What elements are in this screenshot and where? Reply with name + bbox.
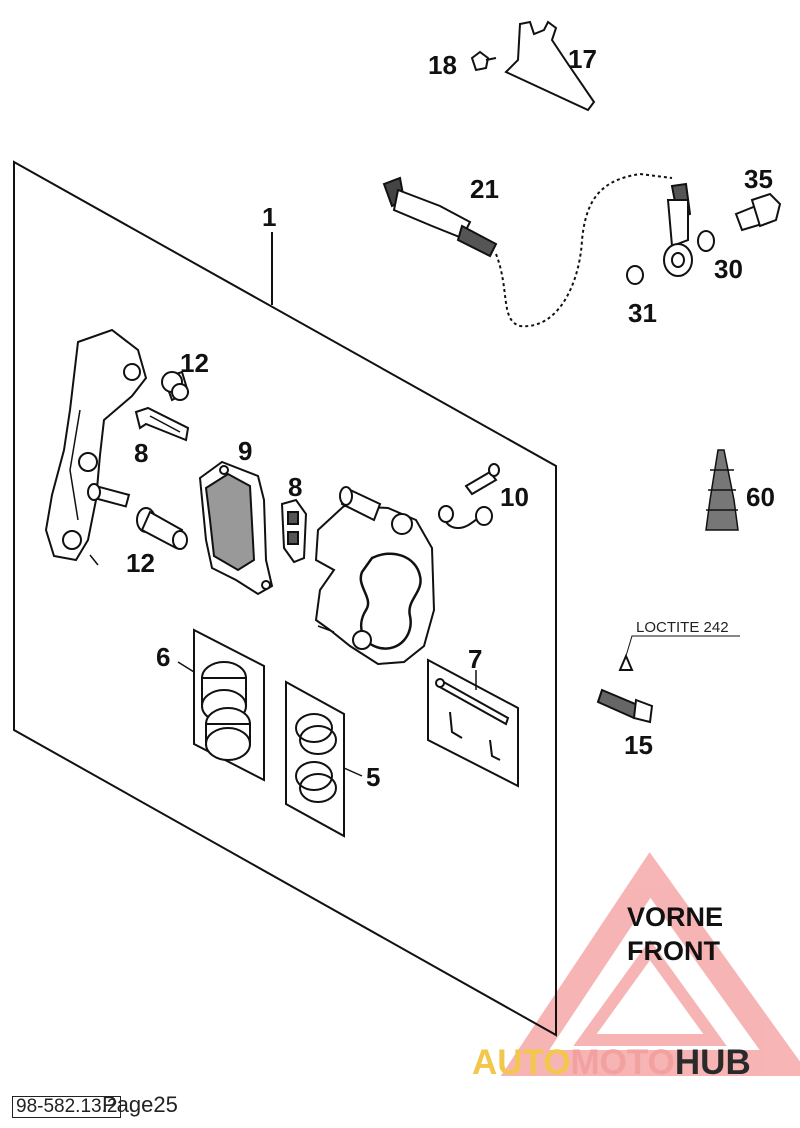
loctite-bottle-60 [705, 449, 739, 531]
orientation-vorne: VORNE [627, 902, 724, 932]
label-part-15: 15 [624, 730, 653, 760]
page-number: Page25 [102, 1092, 178, 1117]
label-part-12-lower: 12 [126, 548, 155, 578]
label-part-17: 17 [568, 44, 597, 74]
hose-clip-17 [504, 20, 596, 112]
banjo-fitting [663, 182, 693, 277]
label-part-30: 30 [714, 254, 743, 284]
spring-plate-8-lower [280, 498, 308, 564]
watermark-hub: HUB [674, 1043, 751, 1082]
boot-12-upper [161, 370, 190, 402]
label-part-18: 18 [428, 50, 457, 80]
label-part-1: 1 [262, 202, 277, 232]
watermark-auto: AUTO [472, 1043, 571, 1082]
caliper-bracket [44, 328, 148, 566]
label-part-6: 6 [156, 642, 171, 672]
label-part-35: 35 [744, 164, 773, 194]
loctite-leader [625, 635, 740, 657]
label-part-10: 10 [500, 482, 529, 512]
orientation-label: VORNE FRONT [627, 901, 723, 969]
bolt-15 [596, 653, 654, 724]
watermark-triangle [500, 852, 800, 1076]
label-part-12-upper: 12 [180, 348, 209, 378]
screw-18 [470, 50, 497, 72]
brake-pad-9 [198, 460, 274, 596]
watermark-logo: AUTOMOTOHUB [472, 1043, 751, 1083]
label-part-21: 21 [470, 174, 499, 204]
caliper-body [314, 486, 436, 666]
watermark-moto: MOTO [570, 1043, 675, 1082]
bleeder-10 [438, 463, 500, 530]
leader-5 [343, 767, 363, 777]
label-part-31: 31 [628, 298, 657, 328]
label-part-60: 60 [746, 482, 775, 512]
washer-31 [626, 265, 644, 285]
label-part-8-lower: 8 [288, 472, 303, 502]
pistons-box-6 [193, 628, 265, 782]
label-part-8-upper: 8 [134, 438, 149, 468]
leader-6 [177, 661, 195, 673]
pin-kit-box-7 [427, 658, 519, 788]
loctite-note: LOCTITE 242 [636, 619, 729, 636]
label-part-5: 5 [366, 762, 381, 792]
clip-8-upper [134, 406, 190, 442]
label-part-7: 7 [468, 644, 483, 674]
pin-12-lower [136, 507, 188, 550]
bracket-pin [87, 483, 131, 508]
assembly-panel [13, 160, 557, 1037]
washer-30 [697, 230, 715, 252]
seals-box-5 [285, 680, 345, 838]
label-part-9: 9 [238, 436, 253, 466]
brake-hose-21 [382, 172, 673, 328]
orientation-front: FRONT [627, 935, 720, 966]
banjo-bolt-35 [734, 192, 782, 232]
drawing-code: 98-582.13.2 [12, 1096, 122, 1118]
